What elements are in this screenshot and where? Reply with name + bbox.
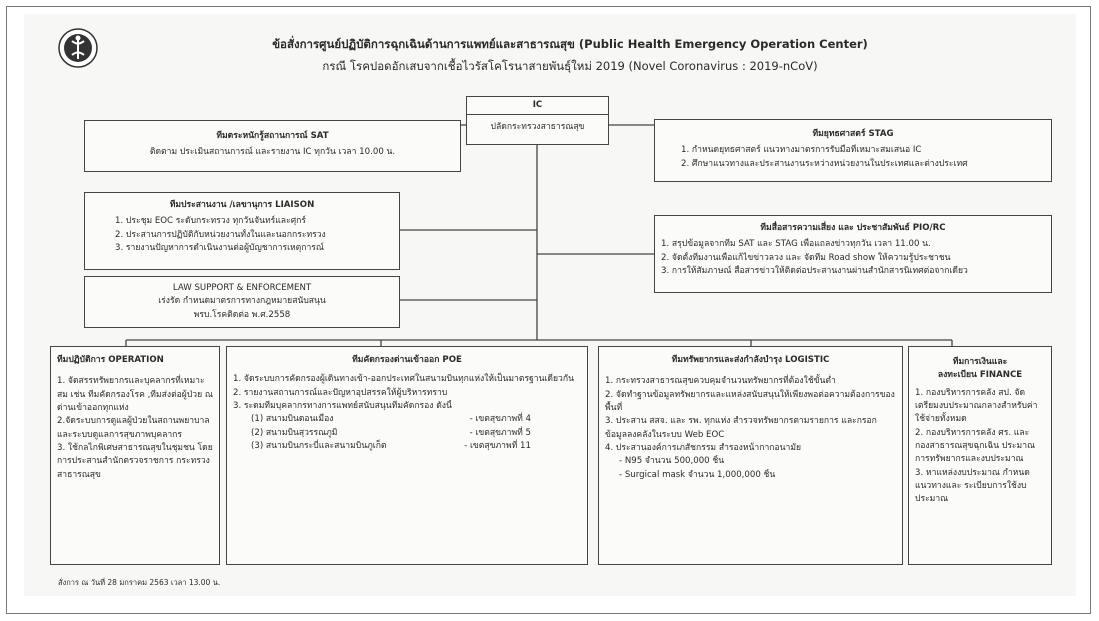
- pio-item: 2. จัดตั้งทีมงานเพื่อแก้ไขข่าวลวง และ จั…: [661, 252, 951, 263]
- sat-text: ติดตาม ประเมินสถานการณ์ และรายงาน IC ทุก…: [149, 147, 396, 158]
- liaison-item: 1. ประชุม EOC ระดับกระทรวง ทุกวันจันทร์แ…: [115, 216, 306, 227]
- airport-region: - เขตสุขภาพที่ 4: [469, 414, 531, 425]
- order-date-footnote: สั่งการ ณ วันที่ 28 มกราคม 2563 เวลา 13.…: [58, 578, 221, 587]
- stag-title: ทีมยุทธศาสตร์ STAG: [812, 129, 894, 139]
- ministry-seal-logo: [58, 28, 98, 68]
- liaison-item: 3. รายงานปัญหาการดำเนินงานต่อผู้บัญชาการ…: [115, 242, 324, 253]
- finance-item: 1. กองบริหารการคลัง สป. จัดเตรียมงบประมา…: [915, 387, 1038, 425]
- operation-box: ทีมปฏิบัติการ OPERATION 1. จัดสรรทรัพยาก…: [50, 346, 220, 565]
- operation-title: ทีมปฏิบัติการ OPERATION: [57, 355, 164, 365]
- stag-box: ทีมยุทธศาสตร์ STAG 1. กำหนดยุทธศาสตร์ แน…: [654, 119, 1052, 182]
- airport-name: (3) สนามบินกระบี่และสนามบินภูเก็ต: [251, 440, 387, 451]
- document-frame: [6, 6, 1091, 614]
- airport-name: (2) สนามบินสุวรรณภูมิ: [251, 427, 338, 438]
- poe-item: 3. ระดมทีมบุคลากรทางการแพทย์สนับสนุนทีมค…: [233, 400, 452, 411]
- sat-title: ทีมตระหนักรู้สถานการณ์ SAT: [216, 131, 329, 141]
- logistic-title: ทีมทรัพยากรและส่งกำลังบำรุง LOGISTIC: [671, 355, 830, 365]
- stag-item: 2. ศึกษาแนวทางและประสานงานระหว่างหน่วยงา…: [681, 158, 968, 169]
- pio-box: ทีมสื่อสารความเสี่ยง และ ประชาสัมพันธ์ P…: [654, 215, 1052, 293]
- stag-item: 1. กำหนดยุทธศาสตร์ แนวทางมาตรการรับมือที…: [681, 145, 922, 156]
- logistic-item: 4. ประสานองค์การเภสัชกรรม สำรองหน้ากากอน…: [605, 442, 802, 453]
- law-title: LAW SUPPORT & ENFORCEMENT: [172, 283, 312, 293]
- document-subtitle: กรณี โรคปอดอักเสบจากเชื้อไวรัสโคโรนาสายพ…: [322, 59, 818, 73]
- logistic-item: 2. จัดทำฐานข้อมูลทรัพยากรและแหล่งสนับสนุ…: [605, 389, 895, 413]
- mask-item: - N95 จำนวน 500,000 ชิ้น: [619, 456, 725, 467]
- finance-title: ทีมการเงินและ: [952, 357, 1008, 367]
- finance-item: 3. หาแหล่งงบประมาณ กำหนดแนวทางและ ระเบีย…: [915, 467, 1030, 505]
- poe-airport-row: (1) สนามบินดอนเมือง - เขตสุขภาพที่ 4: [233, 413, 581, 426]
- law-text-2: พรบ.โรคติดต่อ พ.ศ.2558: [193, 309, 291, 320]
- law-text-1: เร่งรัด กำหนดมาตรการทางกฎหมายสนับสนุน: [158, 296, 326, 307]
- liaison-title: ทีมประสานงาน /เลขานุการ LIAISON: [169, 200, 315, 210]
- liaison-item: 2. ประสานการปฏิบัติกับหน่วยงานทั้งในและน…: [115, 229, 326, 240]
- poe-airport-row: (2) สนามบินสุวรรณภูมิ - เขตสุขภาพที่ 5: [233, 427, 581, 440]
- pio-item: 3. การให้สัมภาษณ์ สื่อสารข่าวให้ติดต่อปร…: [661, 265, 968, 276]
- logistic-box: ทีมทรัพยากรและส่งกำลังบำรุง LOGISTIC 1. …: [598, 346, 903, 565]
- poe-airport-row: (3) สนามบินกระบี่และสนามบินภูเก็ต - เขตส…: [233, 440, 581, 453]
- ic-box: IC ปลัดกระทรวงสาธารณสุข: [466, 96, 609, 145]
- poe-title: ทีมคัดกรองด่านเข้าออก POE: [352, 355, 462, 365]
- ic-label: IC: [467, 97, 608, 116]
- logistic-item: 1. กระทรวงสาธารณสุขควบคุมจำนวนทรัพยากรที…: [605, 376, 836, 387]
- airport-region: - เขตสุขภาพที่ 5: [469, 427, 531, 438]
- airport-region: - เขตสุขภาพที่ 11: [464, 440, 531, 451]
- pio-title: ทีมสื่อสารความเสี่ยง และ ประชาสัมพันธ์ P…: [760, 223, 946, 233]
- airport-name: (1) สนามบินดอนเมือง: [251, 414, 334, 425]
- logistic-item: 3. ประสาน สสจ. และ รพ. ทุกแห่ง สำรวจทรัพ…: [605, 416, 877, 440]
- document-title: ข้อสั่งการศูนย์ปฏิบัติการฉุกเฉินด้านการแ…: [272, 37, 868, 51]
- law-support-box: LAW SUPPORT & ENFORCEMENT เร่งรัด กำหนดม…: [84, 276, 400, 328]
- sat-box: ทีมตระหนักรู้สถานการณ์ SAT ติดตาม ประเมิ…: [84, 120, 461, 172]
- mask-item: - Surgical mask จำนวน 1,000,000 ชิ้น: [619, 469, 776, 480]
- poe-item: 2. รายงานสถานการณ์และปัญหาอุปสรรคให้ผู้บ…: [233, 387, 448, 398]
- ic-name: ปลัดกระทรวงสาธารณสุข: [490, 122, 585, 133]
- finance-title-2: ลงทะเบียน FINANCE: [937, 370, 1023, 381]
- operation-item: 2.จัดระบบการดูแลผู้ป่วยในสถานพยาบาล และร…: [57, 416, 210, 440]
- pio-item: 1. สรุปข้อมูลจากทีม SAT และ STAG เพื่อแถ…: [661, 239, 931, 250]
- operation-item: 1. จัดสรรทรัพยากรและบุคลากรที่เหมาะสม เช…: [57, 376, 213, 413]
- poe-item: 1. จัดระบบการคัดกรองผู้เดินทางเข้า-ออกปร…: [233, 374, 574, 385]
- finance-item: 2. กองบริหารการคลัง ศร. และ กองสาธารณสุข…: [915, 427, 1036, 465]
- operation-item: 3. ใช้กลไกพิเศษสาธารณสุขในชุมชน โดยการปร…: [57, 442, 213, 480]
- poe-box: ทีมคัดกรองด่านเข้าออก POE 1. จัดระบบการค…: [226, 346, 588, 565]
- liaison-box: ทีมประสานงาน /เลขานุการ LIAISON 1. ประชุ…: [84, 192, 400, 270]
- finance-box: ทีมการเงินและ ลงทะเบียน FINANCE 1. กองบร…: [908, 346, 1052, 565]
